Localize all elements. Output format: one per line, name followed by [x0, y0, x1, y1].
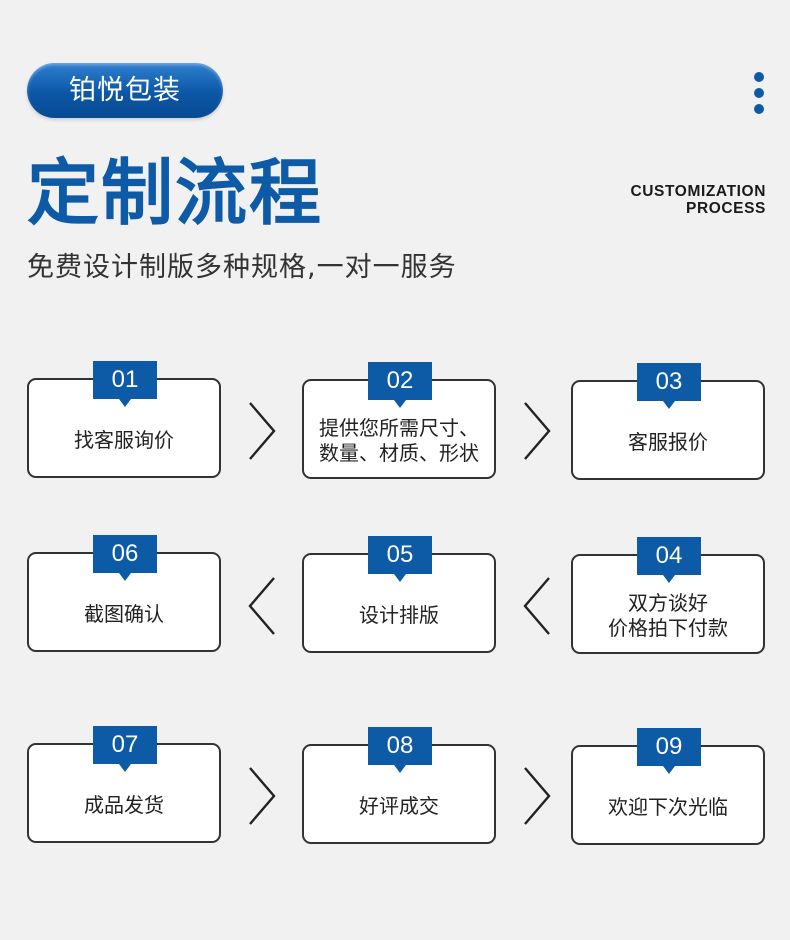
- chevron-right-icon: [520, 400, 554, 462]
- page-title-english: CUSTOMIZATION PROCESS: [630, 183, 766, 217]
- chevron-right-icon: [520, 765, 554, 827]
- step-label: 截图确认: [84, 601, 164, 626]
- step-label: 双方谈好 价格拍下付款: [608, 591, 728, 640]
- step-label: 好评成交: [359, 793, 439, 818]
- chevron-left-icon: [520, 575, 554, 637]
- step-label: 提供您所需尺寸、 数量、材质、形状: [319, 416, 479, 465]
- page-title-english-line1: CUSTOMIZATION: [630, 183, 766, 200]
- step-card-04: 04 双方谈好 价格拍下付款: [571, 537, 765, 654]
- step-card-03: 03 客服报价: [571, 363, 765, 480]
- step-card-08: 08 好评成交: [302, 727, 496, 844]
- step-number: 07: [93, 726, 157, 772]
- step-card-02: 02 提供您所需尺寸、 数量、材质、形状: [302, 362, 496, 479]
- step-number: 01: [93, 361, 157, 407]
- chevron-right-icon: [245, 765, 279, 827]
- page-title-english-line2: PROCESS: [686, 200, 766, 217]
- step-number: 08: [368, 727, 432, 773]
- step-number: 04: [637, 537, 701, 583]
- chevron-left-icon: [245, 575, 279, 637]
- step-label: 客服报价: [628, 429, 708, 454]
- step-label: 找客服询价: [74, 427, 174, 452]
- step-card-05: 05 设计排版: [302, 536, 496, 653]
- step-label: 欢迎下次光临: [608, 794, 728, 819]
- brand-badge: 铂悦包装: [27, 63, 223, 118]
- step-number: 05: [368, 536, 432, 582]
- step-number: 02: [368, 362, 432, 408]
- step-card-09: 09 欢迎下次光临: [571, 728, 765, 845]
- step-number: 03: [637, 363, 701, 409]
- step-card-06: 06 截图确认: [27, 535, 221, 652]
- step-number: 06: [93, 535, 157, 581]
- page-subtitle: 免费设计制版多种规格,一对一服务: [27, 252, 457, 283]
- step-label: 成品发货: [84, 792, 164, 817]
- page-title: 定制流程: [27, 151, 324, 235]
- chevron-right-icon: [245, 400, 279, 462]
- step-card-07: 07 成品发货: [27, 726, 221, 843]
- step-number: 09: [637, 728, 701, 774]
- step-label: 设计排版: [359, 602, 439, 627]
- more-vertical-icon[interactable]: [752, 70, 766, 116]
- step-card-01: 01 找客服询价: [27, 361, 221, 478]
